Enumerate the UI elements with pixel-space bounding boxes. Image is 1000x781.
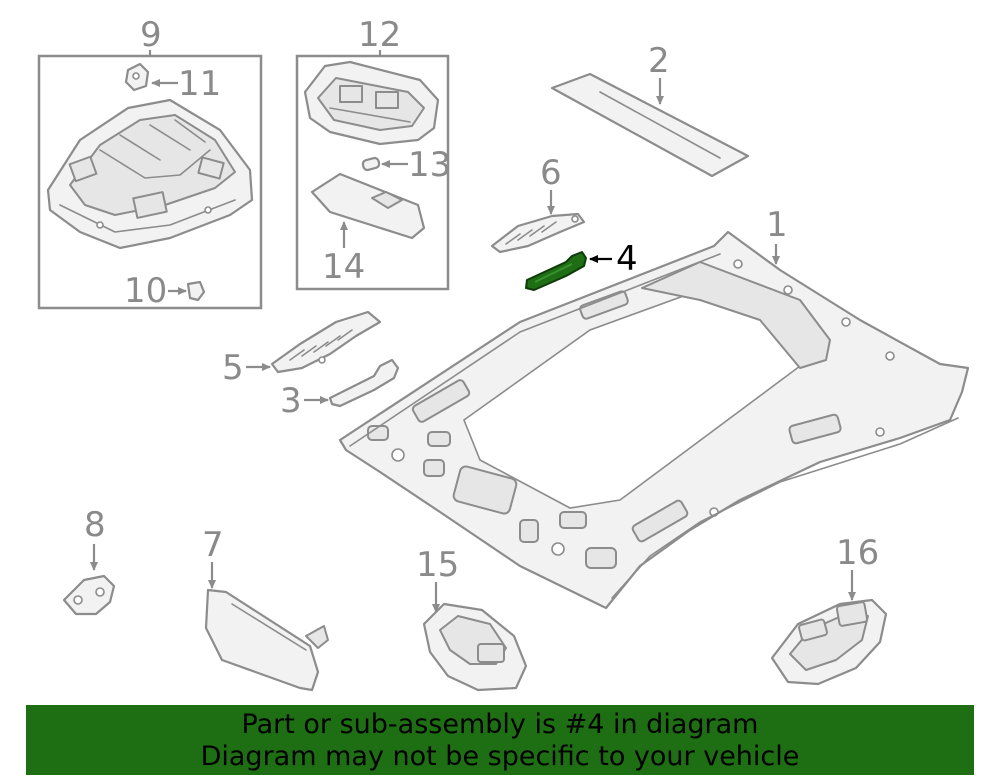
callout-8[interactable]: 8 [84, 505, 106, 545]
callout-12[interactable]: 12 [358, 15, 401, 55]
banner-line-1: Part or sub-assembly is #4 in diagram [241, 709, 759, 740]
callout-11[interactable]: 11 [178, 64, 221, 104]
part-16-group: 16 [770, 533, 888, 686]
part-4-group: 4 [525, 239, 638, 291]
callout-3[interactable]: 3 [280, 381, 302, 421]
callout-15[interactable]: 15 [416, 545, 459, 585]
part-3-group: 3 [280, 358, 400, 421]
callout-4[interactable]: 4 [616, 239, 638, 279]
callout-1[interactable]: 1 [766, 205, 788, 245]
part-5-group: 5 [222, 310, 382, 388]
callout-6[interactable]: 6 [540, 153, 562, 193]
part-1-headliner[interactable] [338, 230, 970, 610]
part-16-lamp[interactable] [770, 598, 888, 686]
part-4-grab-handle[interactable] [525, 251, 587, 291]
part-14-lens[interactable] [310, 172, 426, 240]
part-1-group: 1 [338, 205, 970, 610]
part-10-clip[interactable] [186, 280, 206, 302]
info-banner: Part or sub-assembly is #4 in diagram Di… [26, 705, 974, 775]
part-7-group: 7 [202, 525, 329, 692]
part-2-group: 2 [550, 41, 750, 178]
callout-14[interactable]: 14 [322, 247, 365, 287]
part-15-lamp[interactable] [422, 602, 528, 692]
part-11-clip[interactable] [124, 62, 150, 92]
part-6-group: 6 [490, 153, 586, 254]
callout-5[interactable]: 5 [222, 348, 244, 388]
part-12-group: 12 13 14 [295, 15, 451, 291]
part-13-bulb[interactable] [361, 156, 381, 172]
callout-10[interactable]: 10 [124, 271, 167, 311]
callout-2[interactable]: 2 [648, 41, 670, 81]
callout-16[interactable]: 16 [836, 533, 879, 573]
part-5-bracket[interactable] [270, 310, 382, 374]
part-3-grab-handle[interactable] [328, 358, 400, 408]
part-8-group: 8 [62, 505, 116, 616]
callout-7[interactable]: 7 [202, 525, 224, 565]
part-7-sun-visor[interactable] [204, 588, 329, 692]
part-8-bracket[interactable] [62, 574, 116, 616]
part-15-group: 15 [416, 545, 528, 692]
part-6-bracket[interactable] [490, 212, 586, 254]
banner-line-2: Diagram may not be specific to your vehi… [200, 741, 800, 772]
map-lamp-drawing[interactable] [303, 60, 440, 146]
callout-13[interactable]: 13 [408, 145, 451, 185]
part-2-strip[interactable] [550, 72, 750, 178]
overhead-console-drawing[interactable] [46, 98, 254, 250]
part-9-group: 9 11 10 [37, 15, 263, 311]
callout-9[interactable]: 9 [140, 15, 162, 55]
